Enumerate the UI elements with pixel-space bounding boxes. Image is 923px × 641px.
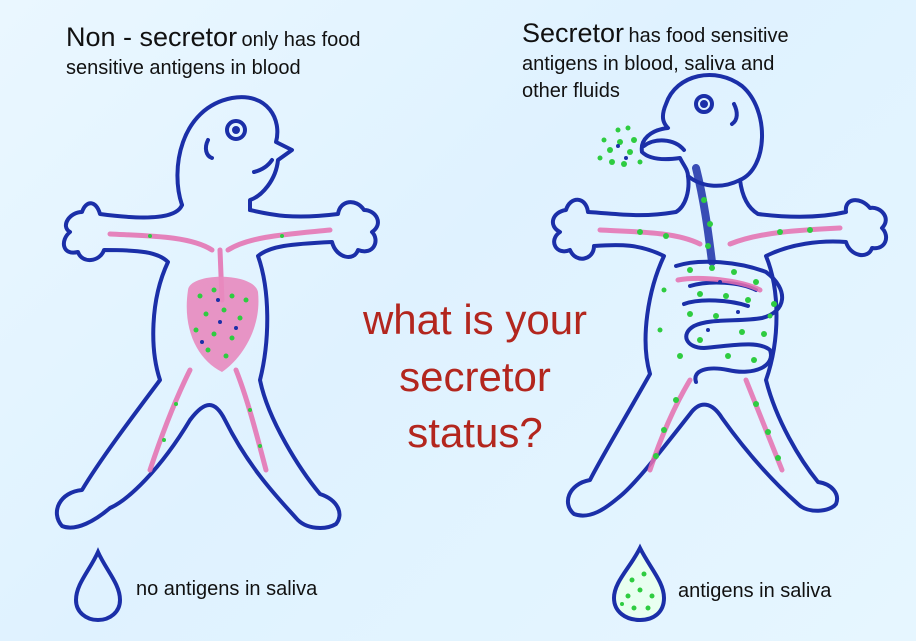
- legend-antigens: antigens in saliva: [678, 580, 831, 603]
- secretor-caption-line3: other fluids: [522, 80, 789, 103]
- secretor-caption-line2: antigens in blood, saliva and: [522, 53, 789, 76]
- water-drop-with-antigens-icon: [614, 548, 664, 620]
- non-secretor-title: Non - secretor: [66, 22, 237, 52]
- water-drop-icon: [76, 552, 120, 620]
- non-secretor-caption-line2: sensitive antigens in blood: [66, 57, 361, 80]
- secretor-title: Secretor: [522, 18, 624, 48]
- non-secretor-caption-rest: only has food: [242, 29, 361, 51]
- secretor-caption-rest: has food sensitive: [629, 25, 789, 47]
- secretor-caption: Secretor has food sensitive antigens in …: [522, 18, 789, 103]
- non-secretor-caption: Non - secretor only has food sensitive a…: [66, 22, 361, 80]
- non-secretor-heart-blood: [187, 277, 259, 372]
- center-question: what is your secretor status?: [330, 292, 620, 462]
- right-edge-strip: [916, 0, 923, 641]
- legend-no-antigens: no antigens in saliva: [136, 578, 317, 601]
- secretor-blood-vessels: [600, 228, 840, 470]
